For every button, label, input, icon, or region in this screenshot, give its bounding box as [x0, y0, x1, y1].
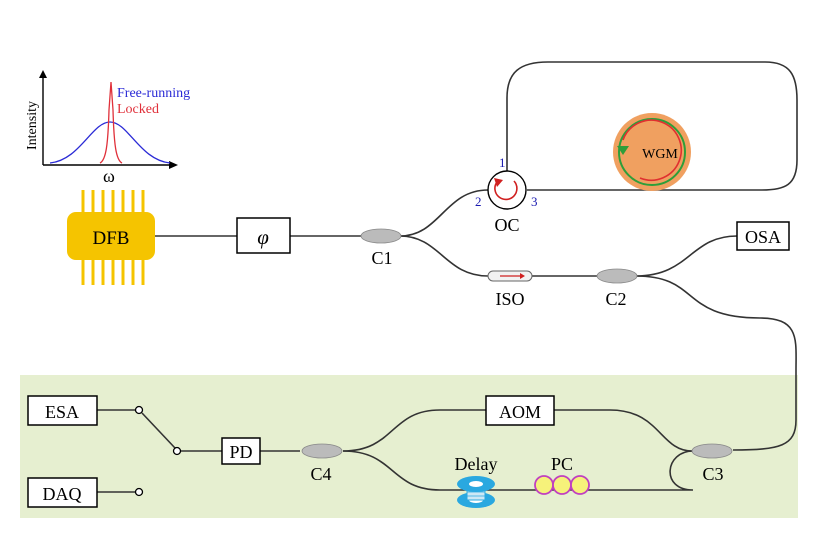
- inset-x-label: ω: [103, 166, 115, 186]
- switch-contact-pd[interactable]: [172, 446, 182, 456]
- fiber-c2-osa: [635, 235, 738, 277]
- spectrum-inset: Intensity ω Free-running Locked: [25, 70, 190, 186]
- daq[interactable]: DAQ: [27, 477, 98, 508]
- daq-box: [27, 477, 98, 508]
- detection-panel: [20, 375, 798, 518]
- optical-circulator[interactable]: OC 1 2 3: [475, 155, 538, 235]
- pd-box: [221, 437, 261, 465]
- photodetector[interactable]: PD: [221, 437, 261, 465]
- aom-box: [485, 395, 555, 426]
- esa-box: [27, 395, 98, 426]
- dfb-body: [67, 212, 155, 260]
- wgm-resonator[interactable]: WGM: [613, 113, 691, 191]
- inset-y-label: Intensity: [25, 101, 40, 150]
- fiber-c4-delay: [342, 450, 694, 491]
- wgm-label: WGM: [642, 147, 678, 162]
- fiber-aom-c3: [554, 409, 693, 452]
- pc-paddle-1: [534, 475, 554, 495]
- pc-label: PC: [551, 454, 573, 474]
- polarization-controller[interactable]: PC: [534, 454, 590, 495]
- dfb-laser[interactable]: DFB: [67, 190, 155, 285]
- phase-shifter-box: [236, 217, 291, 254]
- esa-label: ESA: [45, 402, 79, 422]
- circulator-arrow-icon: [494, 180, 518, 201]
- wgm-mode-ring: [618, 118, 686, 186]
- circulator-label: OC: [494, 215, 519, 235]
- inset-y-arrow: [39, 70, 47, 78]
- locked-curve: [99, 81, 123, 164]
- phase-shifter-label: φ: [257, 225, 269, 249]
- isolator[interactable]: ISO: [487, 270, 533, 309]
- switch-contact-esa[interactable]: [134, 405, 144, 415]
- osa-label: OSA: [745, 227, 781, 247]
- pc-paddle-2: [552, 475, 572, 495]
- switch-lever: [141, 412, 176, 449]
- daq-label: DAQ: [43, 484, 82, 504]
- phase-shifter[interactable]: φ: [236, 217, 291, 254]
- wgm-arrow-icon: [617, 146, 629, 155]
- inset-x-arrow: [169, 161, 178, 169]
- circulator-port-3: 3: [531, 194, 538, 209]
- coupler-c3-label: C3: [702, 464, 723, 484]
- delay-line[interactable]: Delay: [455, 454, 498, 508]
- delay-spool-top-hole: [469, 481, 483, 487]
- isolator-arrow-icon: [520, 273, 525, 279]
- coupler-c4[interactable]: [301, 443, 343, 459]
- dfb-pins-bottom: [81, 258, 145, 285]
- free-running-curve: [49, 121, 171, 164]
- aom-label: AOM: [499, 402, 541, 422]
- legend-free-running: Free-running: [117, 86, 190, 101]
- osa[interactable]: OSA: [736, 221, 790, 251]
- circulator-port-1: 1: [499, 155, 506, 170]
- coupler-c2[interactable]: [596, 268, 638, 284]
- coupler-c1[interactable]: [360, 228, 402, 244]
- pd-label: PD: [229, 442, 252, 462]
- circulator-port-2: 2: [475, 194, 482, 209]
- fiber-c1-iso: [399, 235, 489, 277]
- delay-label: Delay: [455, 454, 498, 474]
- fiber-c4-aom: [342, 409, 486, 452]
- coupler-c2-label: C2: [605, 289, 626, 309]
- fiber-wgm-loop: [506, 61, 798, 191]
- pc-paddle-3: [570, 475, 590, 495]
- dfb-label: DFB: [93, 228, 130, 249]
- fiber-paths: [97, 61, 798, 493]
- switch-contact-daq[interactable]: [134, 487, 144, 497]
- coupler-c4-label: C4: [310, 464, 331, 484]
- circulator-arrowhead-icon: [494, 178, 503, 187]
- fiber-c1-oc: [399, 189, 489, 237]
- circulator-body: [487, 170, 527, 210]
- fiber-c2-c3: [635, 275, 797, 451]
- dfb-pins-top: [81, 190, 145, 215]
- osa-box: [736, 221, 790, 251]
- wgm-counter-mode: [622, 119, 683, 181]
- esa[interactable]: ESA: [27, 395, 98, 426]
- aom[interactable]: AOM: [485, 395, 555, 426]
- coupler-c3[interactable]: [691, 443, 733, 459]
- coupler-c1-label: C1: [371, 248, 392, 268]
- isolator-label: ISO: [495, 289, 524, 309]
- legend-locked: Locked: [117, 102, 159, 117]
